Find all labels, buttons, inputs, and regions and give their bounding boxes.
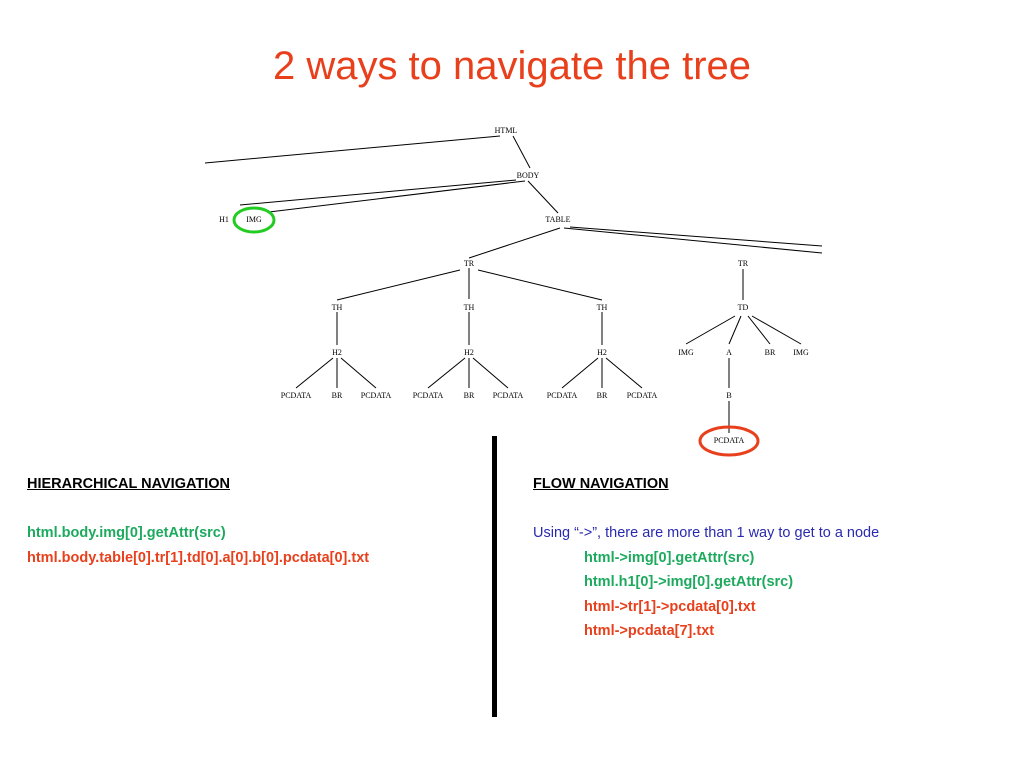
hierarchical-code-line: html.body.img[0].getAttr(src) bbox=[27, 525, 226, 541]
tree-edge bbox=[204, 135, 501, 164]
tree-node-td: TD bbox=[738, 303, 749, 312]
tree-node-br1: BR bbox=[765, 348, 776, 357]
tree-node-img1: IMG bbox=[246, 215, 262, 224]
tree-node-a: A bbox=[726, 348, 732, 357]
flow-code-line: html->pcdata[7].txt bbox=[584, 623, 715, 639]
tree-node-pc3: PCDATA bbox=[413, 391, 444, 400]
flow-navigation-heading: FLOW NAVIGATION bbox=[533, 476, 669, 492]
hierarchical-code-line: html.body.table[0].tr[1].td[0].a[0].b[0]… bbox=[27, 549, 370, 566]
flow-code-line: html.h1[0]->img[0].getAttr(src) bbox=[584, 574, 794, 590]
tree-node-img3: IMG bbox=[793, 348, 809, 357]
tree-edge bbox=[239, 179, 517, 206]
tree-node-h2a: H2 bbox=[332, 348, 342, 357]
tree-edge bbox=[685, 315, 736, 345]
tree-edge bbox=[605, 357, 643, 389]
tree-node-th3: TH bbox=[597, 303, 608, 312]
flow-code-line: html->tr[1]->pcdata[0].txt bbox=[584, 598, 756, 615]
tree-node-pc2: PCDATA bbox=[361, 391, 392, 400]
flow-navigation-section: FLOW NAVIGATION Using “->”, there are mo… bbox=[533, 472, 879, 644]
spacer bbox=[27, 497, 369, 522]
tree-node-h2b: H2 bbox=[464, 348, 474, 357]
hierarchical-navigation-heading: HIERARCHICAL NAVIGATION bbox=[27, 476, 230, 492]
tree-node-pc1: PCDATA bbox=[281, 391, 312, 400]
tree-node-br2: BR bbox=[332, 391, 343, 400]
tree-edge bbox=[340, 357, 377, 389]
tree-edge bbox=[728, 315, 742, 345]
tree-node-html: HTML bbox=[495, 126, 518, 135]
tree-edge bbox=[468, 227, 561, 259]
tree-edge bbox=[295, 357, 334, 389]
tree-node-img2: IMG bbox=[678, 348, 694, 357]
tree-edge bbox=[512, 135, 531, 169]
tree-edge bbox=[268, 180, 526, 213]
tree-edge bbox=[477, 269, 603, 301]
green-highlight-circle bbox=[232, 206, 276, 234]
tree-node-h1: H1 bbox=[219, 215, 229, 224]
tree-node-table: TABLE bbox=[545, 215, 570, 224]
tree-edge bbox=[336, 269, 461, 301]
tree-edge bbox=[561, 357, 599, 389]
tree-node-th2: TH bbox=[464, 303, 475, 312]
page-title: 2 ways to navigate the tree bbox=[272, 44, 752, 88]
tree-node-pc6: PCDATA bbox=[627, 391, 658, 400]
tree-edge bbox=[427, 357, 466, 389]
tree-node-b: B bbox=[726, 391, 731, 400]
tree-node-pc7: PCDATA bbox=[714, 436, 745, 445]
tree-edge bbox=[747, 315, 771, 345]
flow-code-line: html->img[0].getAttr(src) bbox=[584, 549, 755, 566]
tree-node-br4: BR bbox=[597, 391, 608, 400]
tree-node-br3: BR bbox=[464, 391, 475, 400]
tree-edge bbox=[472, 357, 509, 389]
tree-node-th1: TH bbox=[332, 303, 343, 312]
flow-navigation-intro: Using “->”, there are more than 1 way to… bbox=[533, 525, 880, 541]
spacer bbox=[533, 497, 879, 522]
tree-edge bbox=[563, 227, 823, 254]
tree-node-tr2: TR bbox=[738, 259, 749, 268]
tree-edge bbox=[527, 180, 559, 214]
tree-node-body: BODY bbox=[517, 171, 540, 180]
tree-node-tr1: TR bbox=[464, 259, 475, 268]
tree-edge bbox=[569, 226, 823, 247]
column-divider bbox=[492, 436, 497, 717]
hierarchical-navigation-section: HIERARCHICAL NAVIGATION html.body.img[0]… bbox=[27, 472, 369, 570]
red-highlight-circle bbox=[698, 425, 760, 457]
tree-node-pc4: PCDATA bbox=[493, 391, 524, 400]
tree-node-pc5: PCDATA bbox=[547, 391, 578, 400]
tree-edge bbox=[751, 315, 802, 345]
tree-node-h2c: H2 bbox=[597, 348, 607, 357]
